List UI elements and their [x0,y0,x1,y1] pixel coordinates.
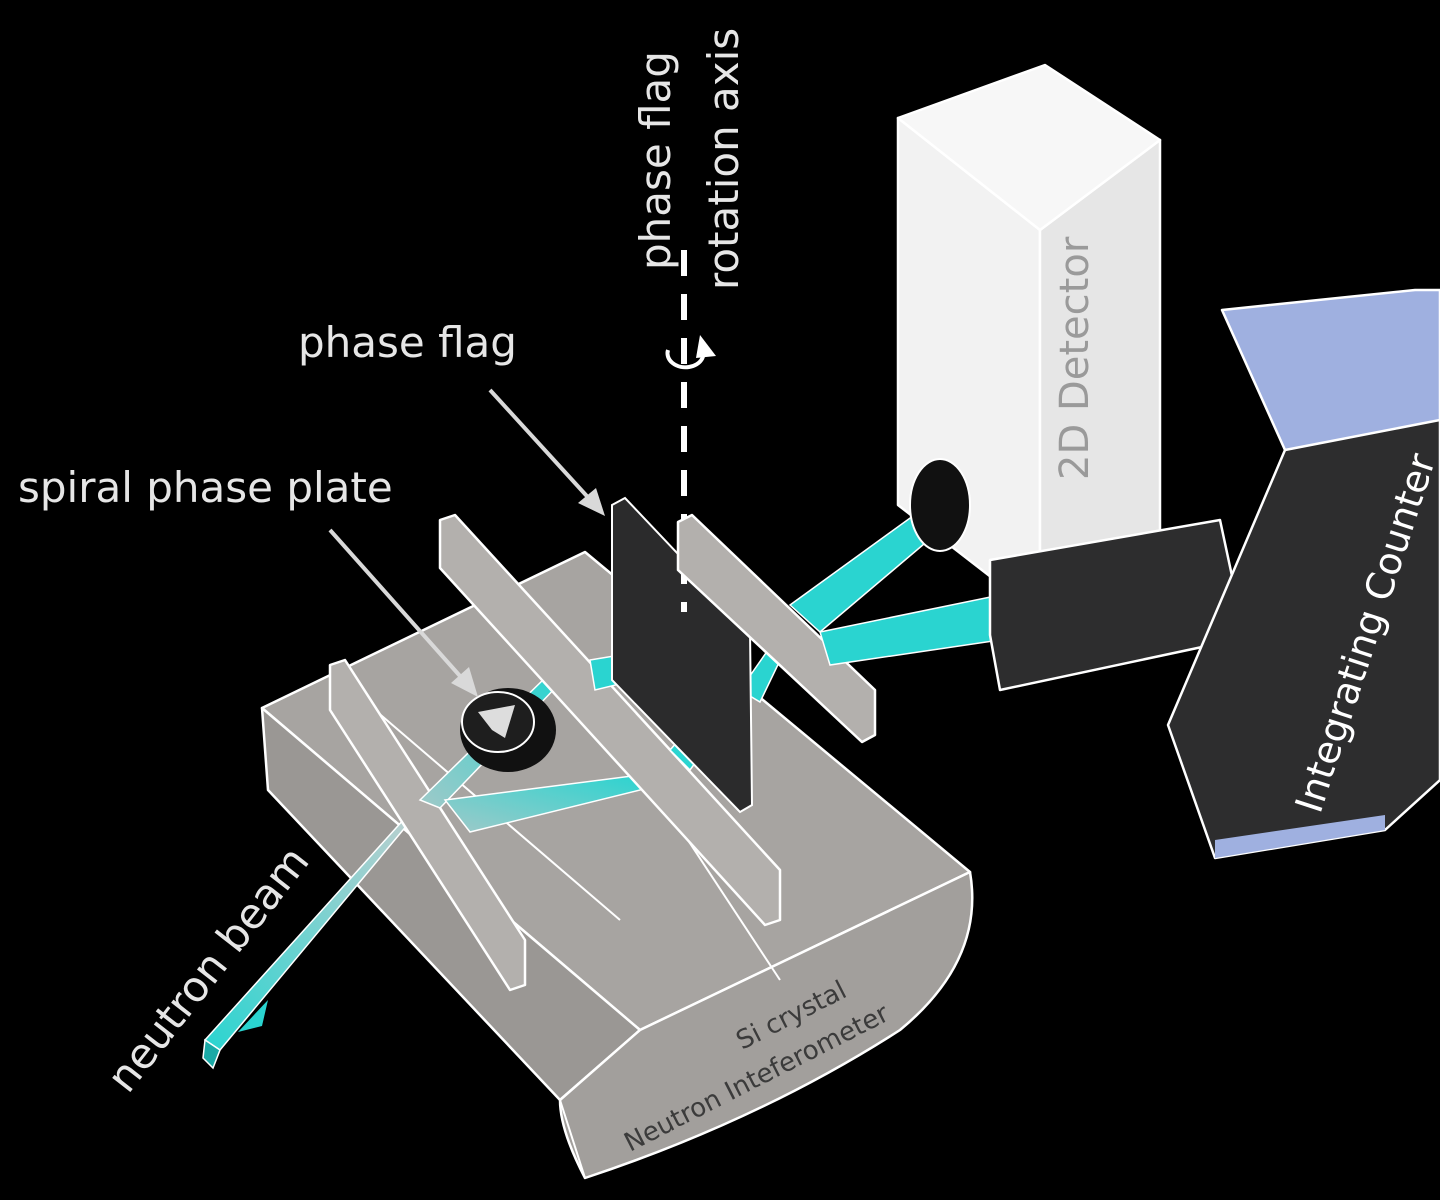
rotation-axis-label-line1: phase flag [631,51,680,270]
rotation-axis-label-line2: rotation axis [699,28,748,290]
counter-bottom-cap [1215,815,1385,858]
detector-2d: 2D Detector [896,63,1162,617]
spiral-phase-plate-label: spiral phase plate [18,463,393,512]
spiral-plate-pointer [328,528,470,687]
spiral-plate-pointer-head [451,667,478,697]
integrating-counter: Integrating Counter [1166,288,1440,860]
crystal-front-edge [559,1099,586,1179]
phase-flag-pointer-head [578,488,605,516]
blade-mirror [438,513,782,927]
crystal-front-face [558,870,974,1180]
beam-in-side [202,1038,221,1070]
phase-flag-pointer [488,388,597,507]
blade-analyzer [676,513,877,744]
detector-2d-label: 2D Detector [1052,236,1098,480]
neutron-beam-incoming [202,811,419,1070]
counter-top-cap [1220,288,1440,452]
phase-flag-plate [611,496,754,814]
spiral-phase-plate [460,688,556,772]
label-spiral-phase-plate: spiral phase plate [18,463,478,697]
blade-splitter [328,658,527,992]
beam-direction-arrow [238,1000,268,1032]
label-phase-flag: phase flag [298,318,605,516]
rotation-arrow-head [696,335,716,358]
detector-2d-top [896,63,1162,232]
phase-flag-label: phase flag [298,318,517,367]
label-rotation-axis: phase flag rotation axis [631,28,748,290]
spiral-plate-step [478,705,515,738]
detector-2d-aperture [909,458,971,552]
rotation-axis [665,250,716,612]
